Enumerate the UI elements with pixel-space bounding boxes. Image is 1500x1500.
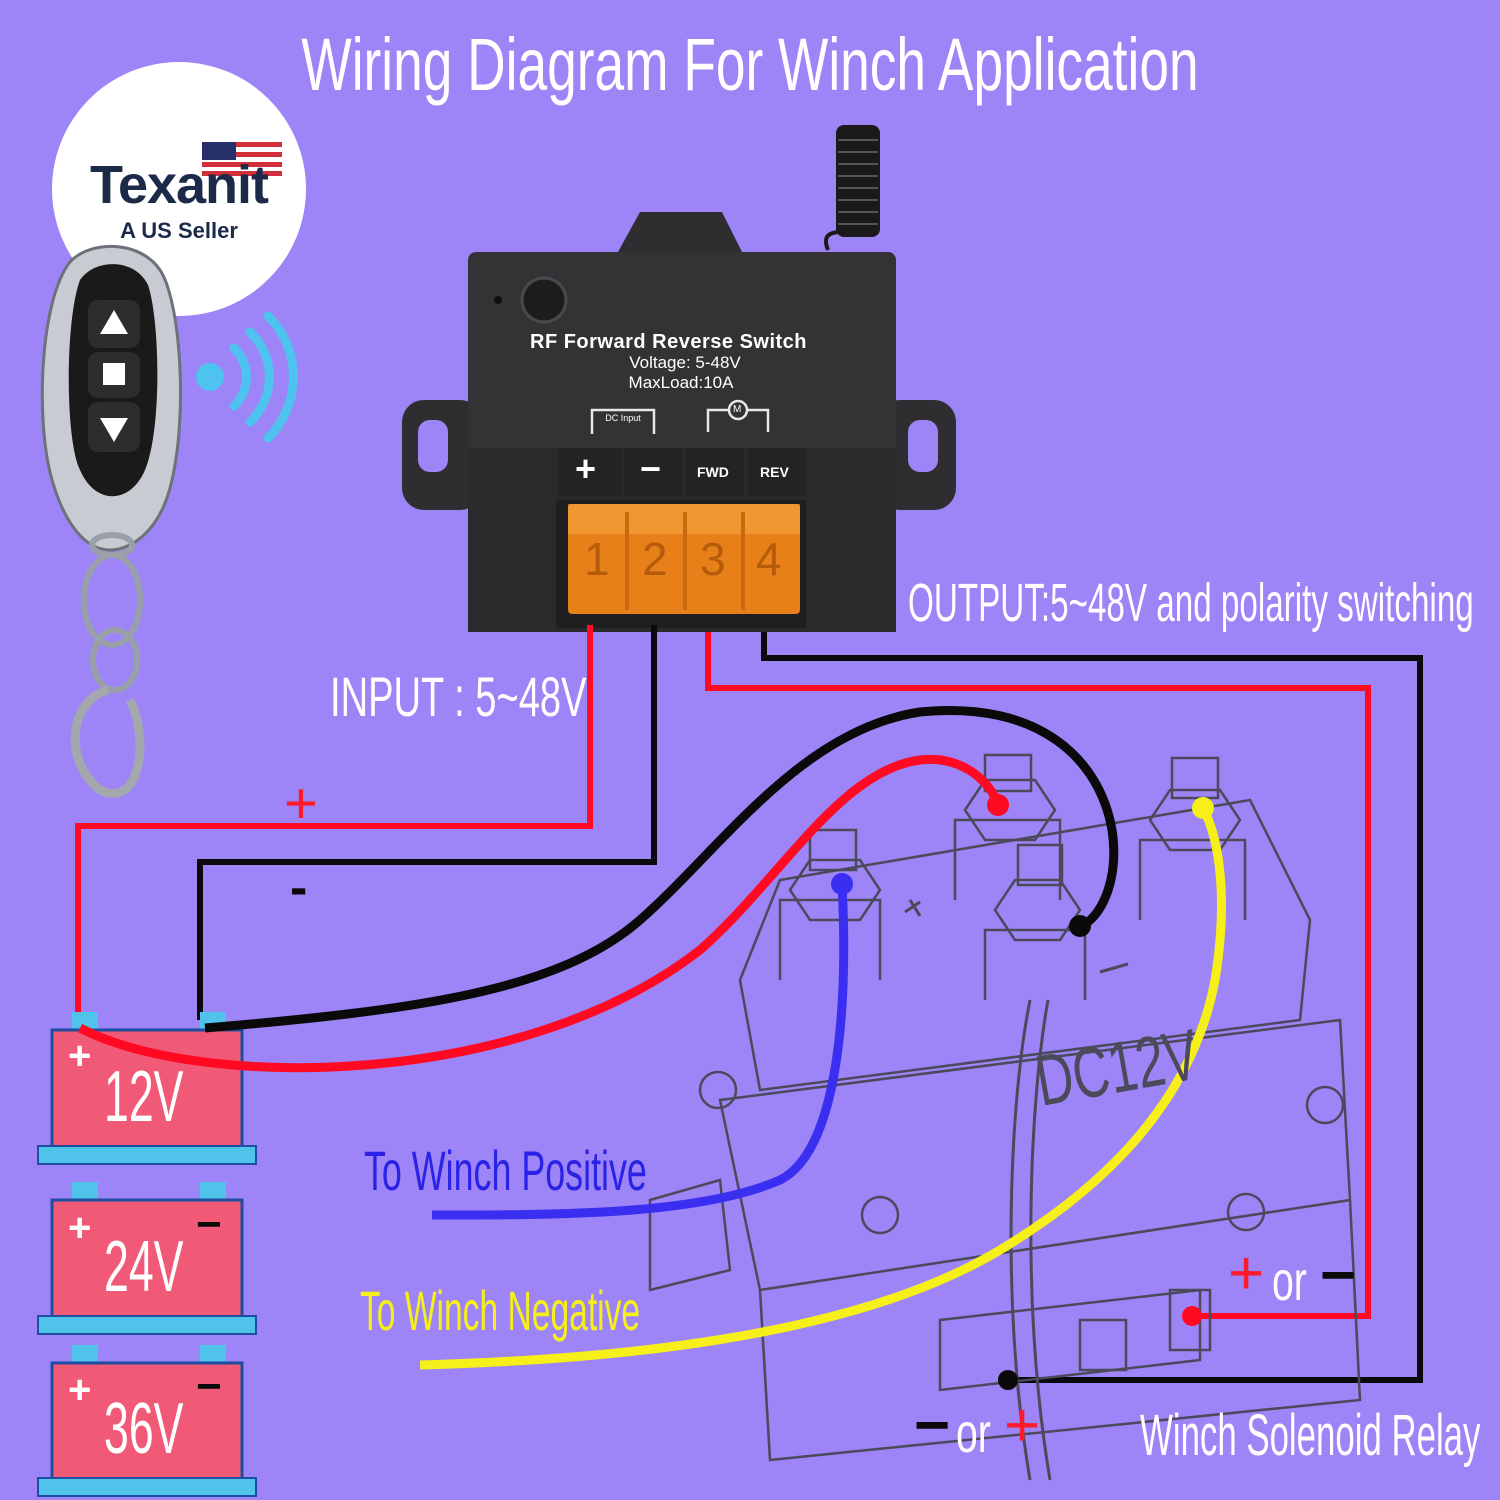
or-right-word: or xyxy=(1272,1249,1307,1312)
wire-input-negative xyxy=(197,625,657,1020)
battery-24v-plus: + xyxy=(68,1206,92,1250)
battery-36v-plus: + xyxy=(68,1368,92,1412)
battery-12v-label: 12V xyxy=(104,1057,184,1137)
input-label: INPUT : 5~48V xyxy=(330,665,587,728)
relay-name-label: Winch Solenoid Relay xyxy=(1140,1403,1481,1468)
logo-tagline: A US Seller xyxy=(120,218,238,243)
to-winch-negative-label: To Winch Negative xyxy=(360,1279,641,1342)
remote-keyfob-icon xyxy=(40,244,182,798)
wire-output-rev xyxy=(761,632,1423,1383)
wire-output-fwd xyxy=(705,632,1371,1319)
relay-coil-terminal-rev xyxy=(998,1370,1018,1390)
switch-maxload: MaxLoad:10A xyxy=(628,373,734,392)
wireless-signal-icon xyxy=(196,311,298,443)
terminal-label-fwd: FWD xyxy=(697,464,729,480)
to-winch-positive-label: To Winch Positive xyxy=(364,1139,647,1202)
or-bottom-minus: − xyxy=(914,1391,951,1460)
texanit-logo: Texanit A US Seller xyxy=(52,62,306,316)
or-right-plus: + xyxy=(1228,1239,1265,1308)
output-label: OUTPUT:5~48V and polarity switching xyxy=(908,573,1474,633)
terminal-label-rev: REV xyxy=(760,464,789,480)
terminal-label-negative: − xyxy=(640,448,662,489)
switch-name: RF Forward Reverse Switch xyxy=(530,331,808,353)
battery-24v-minus: − xyxy=(196,1200,222,1249)
battery-24v-label: 24V xyxy=(104,1227,184,1307)
switch-voltage: Voltage: 5-48V xyxy=(629,353,741,372)
or-right-minus: − xyxy=(1320,1241,1357,1310)
terminal-number-4: 4 xyxy=(756,533,782,585)
or-bottom-word: or xyxy=(956,1401,991,1464)
terminal-label-positive: + xyxy=(575,448,597,489)
rf-switch-box xyxy=(402,212,956,632)
wire-input-positive xyxy=(75,625,593,1020)
battery-12v-plus: + xyxy=(68,1034,92,1078)
or-bottom-plus: + xyxy=(1004,1391,1041,1460)
us-flag-icon xyxy=(202,142,282,176)
motor-symbol-label: M xyxy=(733,404,742,415)
diagram-title: Wiring Diagram For Winch Application xyxy=(301,23,1199,106)
logo-brand: Texanit xyxy=(89,155,269,215)
battery-36v xyxy=(37,1345,257,1497)
wire-battery-negative-to-relay xyxy=(204,706,1119,1033)
winch-solenoid-relay xyxy=(648,753,1362,1481)
battery-24v xyxy=(37,1182,257,1335)
terminal-number-1: 1 xyxy=(584,533,610,585)
relay-coil-terminal-fwd xyxy=(1182,1306,1202,1326)
dc-input-label: DC Input xyxy=(605,413,641,423)
input-positive-sign: + xyxy=(284,771,318,836)
wire-battery-positive-to-relay xyxy=(77,754,1009,1073)
input-negative-sign: - xyxy=(290,859,308,917)
wire-to-winch-negative xyxy=(419,797,1226,1370)
terminal-number-3: 3 xyxy=(700,533,726,585)
battery-36v-label: 36V xyxy=(104,1389,184,1469)
battery-36v-minus: − xyxy=(196,1362,222,1411)
antenna-icon xyxy=(823,125,880,251)
wire-to-winch-positive xyxy=(431,873,853,1220)
terminal-number-2: 2 xyxy=(642,533,668,585)
